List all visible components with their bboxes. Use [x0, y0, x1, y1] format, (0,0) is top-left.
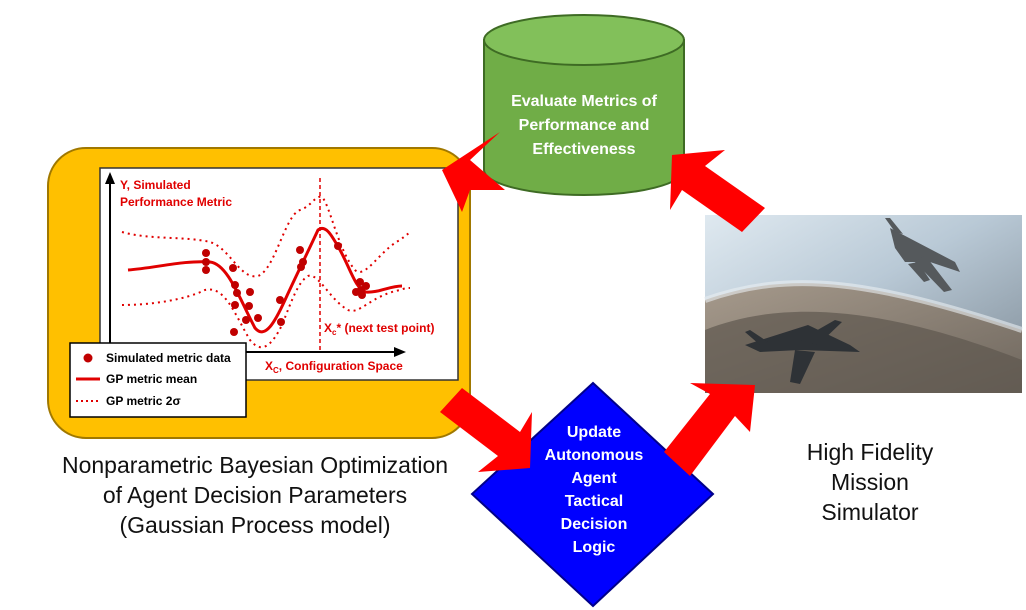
simulated-data-point — [202, 258, 210, 266]
simulated-data-point — [230, 328, 238, 336]
simulated-data-point — [202, 266, 210, 274]
update-logic-diamond: Update Autonomous Agent Tactical Decisio… — [470, 381, 715, 608]
simulated-data-point — [296, 246, 304, 254]
x-axis-arrowhead — [394, 347, 406, 357]
simulator-caption-line-3: Simulator — [821, 499, 919, 525]
gp-caption-line-1: Nonparametric Bayesian Optimization — [61, 452, 449, 478]
simulated-data-point — [246, 288, 254, 296]
gp-caption: Nonparametric Bayesian Optimization of A… — [40, 450, 470, 540]
simulator-caption: High Fidelity Mission Simulator — [770, 437, 970, 527]
diamond-label-line-3: Agent — [571, 470, 617, 487]
simulated-data-point — [334, 242, 342, 250]
simulated-data-point — [242, 316, 250, 324]
gp-model-panel: Y, Simulated Performance Metric Xc* (nex… — [47, 147, 471, 439]
jet-upper — [885, 218, 960, 292]
arrow-cylinder-to-gp — [442, 132, 505, 212]
cylinder-label-line-2: Performance and — [519, 117, 650, 134]
evaluate-metrics-cylinder: Evaluate Metrics of Performance and Effe… — [483, 14, 685, 196]
simulated-data-point — [202, 249, 210, 257]
diamond-label-line-5: Decision — [561, 516, 628, 533]
gp-lower-2sigma-line — [121, 274, 411, 349]
simulator-caption-line-2: Mission — [831, 469, 909, 495]
diamond-label-line-1: Update — [567, 424, 621, 441]
y-axis-label-line-1: Y, Simulated — [120, 178, 191, 192]
cylinder-label-line-1: Evaluate Metrics of — [511, 93, 658, 110]
simulated-data-point — [231, 301, 239, 309]
cylinder-label-line-3: Effectiveness — [532, 141, 635, 158]
simulated-data-point — [277, 318, 285, 326]
simulated-data-point — [297, 263, 305, 271]
x-axis-label: XC, Configuration Space — [265, 359, 403, 375]
gp-caption-line-3: (Gaussian Process model) — [119, 512, 391, 538]
simulated-data-points — [202, 242, 370, 336]
simulated-data-point — [231, 281, 239, 289]
legend-item-mean: GP metric mean — [106, 372, 197, 386]
simulated-data-point — [358, 291, 366, 299]
legend-item-data: Simulated metric data — [106, 351, 231, 365]
arrow-gp-to-diamond — [440, 388, 532, 472]
gp-upper-2sigma-line — [121, 195, 411, 278]
simulated-data-point — [233, 289, 241, 297]
diamond-label-line-2: Autonomous — [545, 447, 644, 464]
gp-legend: Simulated metric data GP metric mean GP … — [69, 342, 247, 418]
simulated-data-point — [229, 264, 237, 272]
diamond-label-line-6: Logic — [573, 539, 616, 556]
jet-lower — [745, 320, 860, 384]
next-test-point-label: Xc* (next test point) — [324, 321, 434, 337]
y-axis-arrowhead — [105, 172, 115, 184]
diamond-label-line-4: Tactical — [565, 493, 623, 510]
fighter-jets-photo — [704, 215, 1023, 393]
arrow-sim-to-cylinder — [670, 150, 765, 232]
simulated-data-point — [356, 278, 364, 286]
simulator-caption-line-1: High Fidelity — [806, 439, 934, 465]
simulated-data-point — [276, 296, 284, 304]
simulated-data-point — [352, 288, 360, 296]
y-axis-label-line-2: Performance Metric — [120, 195, 232, 209]
gp-caption-line-2: of Agent Decision Parameters — [102, 482, 408, 508]
legend-dot-symbol — [83, 353, 93, 363]
simulated-data-point — [254, 314, 262, 322]
legend-item-2sigma: GP metric 2σ — [106, 394, 181, 408]
arrow-diamond-to-sim — [664, 383, 755, 476]
simulated-data-point — [362, 282, 370, 290]
simulated-data-point — [245, 302, 253, 310]
